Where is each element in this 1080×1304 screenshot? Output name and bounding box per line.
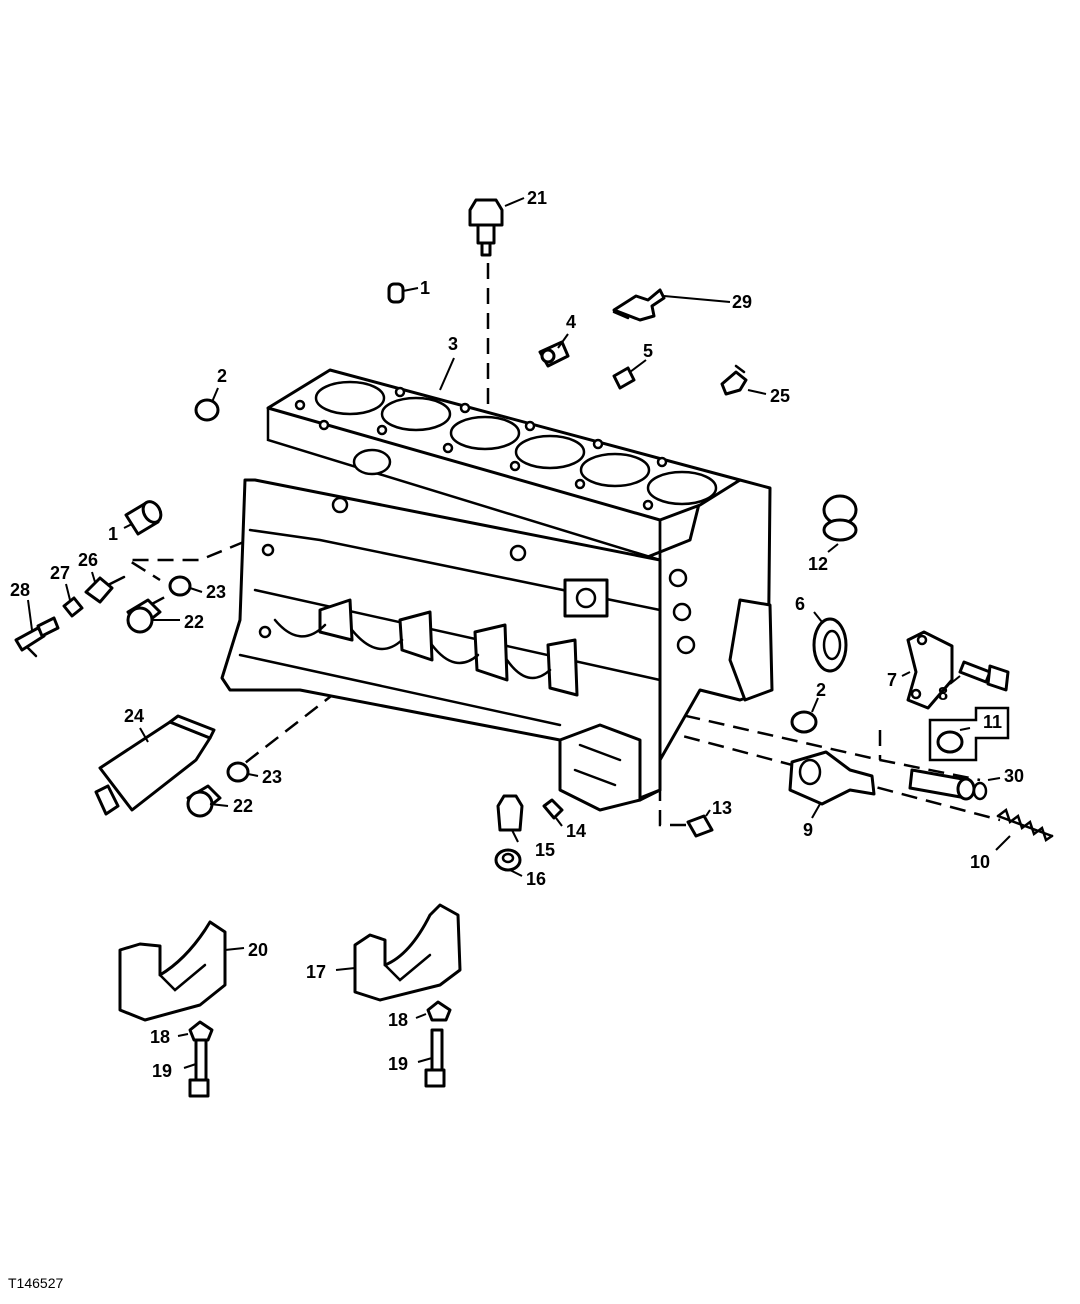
callout-17: 17 <box>306 962 326 982</box>
cylinder-block <box>220 368 774 812</box>
leader-lines <box>27 197 1011 1069</box>
plug-11-box <box>928 706 1010 762</box>
plug-15 <box>496 794 524 832</box>
plug-27 <box>62 596 84 618</box>
bolt-19b <box>424 1028 446 1088</box>
nut-16 <box>494 848 522 872</box>
callout-25: 25 <box>770 386 790 406</box>
callout-10: 10 <box>970 852 990 872</box>
valve-body-9 <box>788 750 876 806</box>
callout-7: 7 <box>887 670 897 690</box>
nut-18a <box>188 1020 214 1042</box>
callout-22: 22 <box>233 796 253 816</box>
callout-3: 3 <box>448 334 458 354</box>
cover-7 <box>906 630 954 710</box>
sealant-tube-24 <box>94 714 216 816</box>
callout-9: 9 <box>803 820 813 840</box>
callout-1: 1 <box>420 278 430 298</box>
fitting-4 <box>538 340 570 368</box>
callout-4: 4 <box>566 312 576 332</box>
figure-id: T146527 <box>8 1275 63 1291</box>
callout-18: 18 <box>388 1010 408 1030</box>
callout-21: 21 <box>527 188 547 208</box>
plug-11 <box>936 730 964 754</box>
callout-16: 16 <box>526 869 546 889</box>
callout-18: 18 <box>150 1027 170 1047</box>
plug-5 <box>612 366 636 390</box>
callout-22: 22 <box>184 612 204 632</box>
cap-12 <box>822 494 858 542</box>
callout-2: 2 <box>816 680 826 700</box>
plug-22-bottom <box>186 784 222 818</box>
seal-6 <box>812 617 848 673</box>
oring-23-bottom <box>226 761 250 783</box>
callout-20: 20 <box>248 940 268 960</box>
spring-10 <box>996 807 1054 842</box>
callout-29: 29 <box>732 292 752 312</box>
callout-8: 8 <box>938 684 948 704</box>
callout-23: 23 <box>206 582 226 602</box>
callout-1: 1 <box>108 524 118 544</box>
cap-20 <box>118 920 227 1022</box>
callout-11: 11 <box>983 712 1002 732</box>
plug-right <box>790 710 818 734</box>
cap-17 <box>353 903 462 1002</box>
callout-6: 6 <box>795 594 805 614</box>
nut-18b <box>426 1000 452 1022</box>
callout-14: 14 <box>566 821 586 841</box>
callout-12: 12 <box>808 554 828 574</box>
plug-13 <box>686 814 714 838</box>
sensor-29 <box>612 288 666 322</box>
callout-23: 23 <box>262 767 282 787</box>
callout-27: 27 <box>50 563 70 583</box>
bolt-19a <box>188 1038 210 1098</box>
dowel-pin-top <box>387 282 405 304</box>
callout-30: 30 <box>1004 766 1024 786</box>
sensor-25 <box>720 364 748 396</box>
dowel-pin-left <box>124 500 163 536</box>
plug-top <box>194 398 220 422</box>
fitting-26 <box>84 575 126 604</box>
callout-numbers: 3 1 1 2 2 4 5 29 25 21 12 6 7 8 9 10 11 … <box>10 188 1024 1081</box>
callout-5: 5 <box>643 341 653 361</box>
callout-19: 19 <box>388 1054 408 1074</box>
sensor-28 <box>14 616 60 658</box>
callout-2: 2 <box>217 366 227 386</box>
callout-28: 28 <box>10 580 30 600</box>
screw-8 <box>958 660 1010 692</box>
callout-15: 15 <box>535 840 555 860</box>
bolt-21 <box>468 198 504 257</box>
callout-19: 19 <box>152 1061 172 1081</box>
oring-23-top <box>168 575 192 597</box>
callout-13: 13 <box>712 798 732 818</box>
callout-24: 24 <box>124 706 144 726</box>
plug-22-top <box>126 598 162 634</box>
plug-14 <box>542 798 564 820</box>
piston-30 <box>908 768 988 801</box>
callout-26: 26 <box>78 550 98 570</box>
